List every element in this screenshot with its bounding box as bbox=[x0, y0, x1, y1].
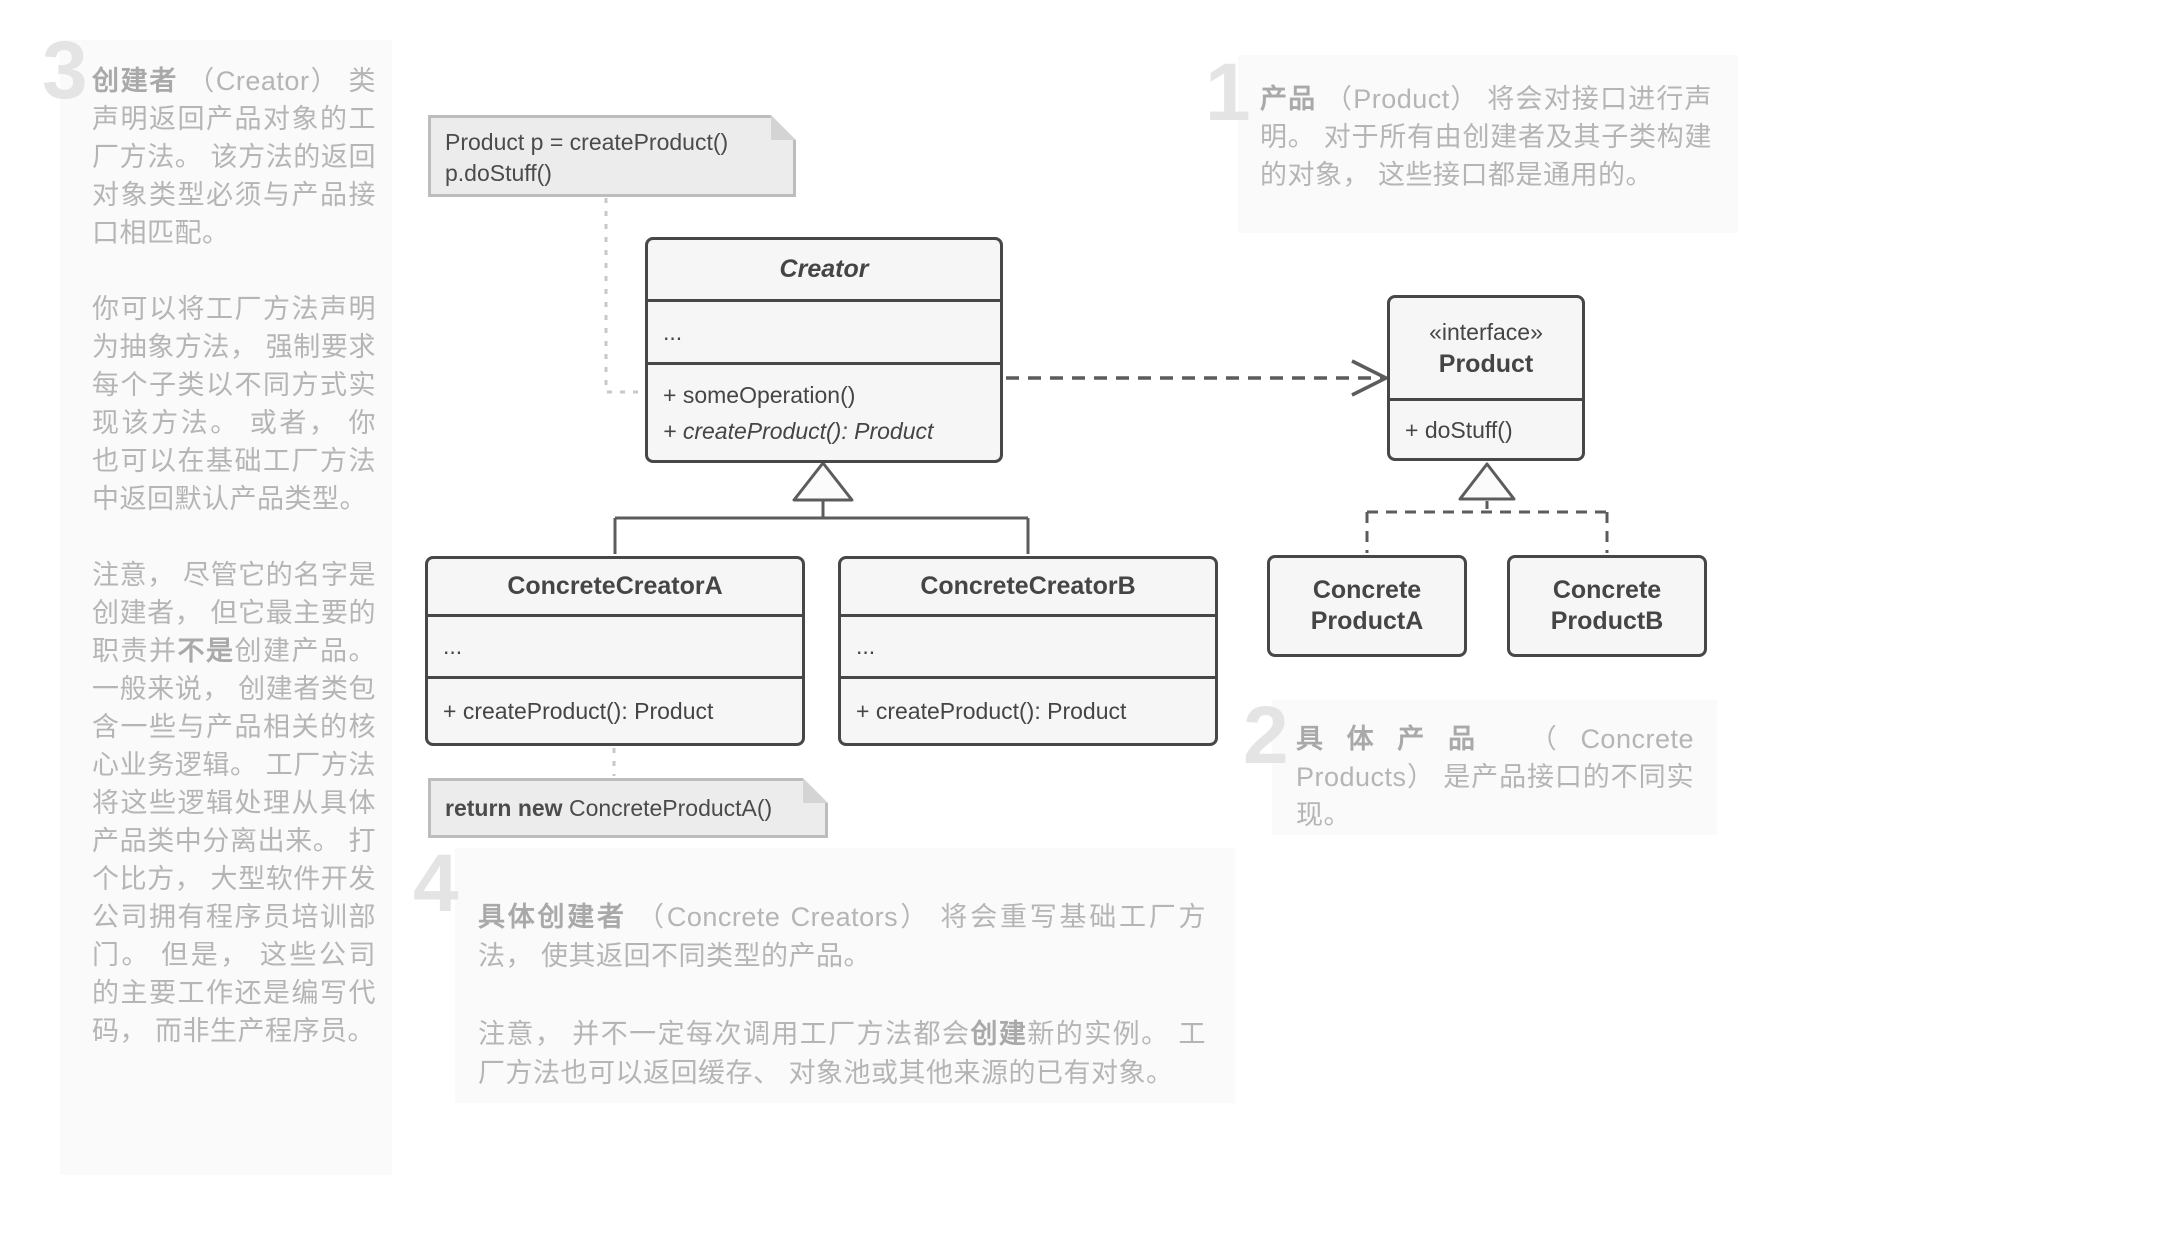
class-fields-placeholder: ... bbox=[428, 614, 802, 676]
title-line: ProductB bbox=[1550, 607, 1664, 635]
paragraph: 你可以将工厂方法声明为抽象方法， 强制要求每个子类以不同方式实现该方法。 或者，… bbox=[92, 294, 376, 514]
annotation-2-background bbox=[1272, 700, 1717, 835]
class-creator: Creator ... + someOperation() + createPr… bbox=[645, 237, 1003, 463]
annotation-number-3: 3 bbox=[42, 25, 88, 116]
title-line: Concrete bbox=[1312, 576, 1422, 604]
class-concrete-creator-b: ConcreteCreatorB ... + createProduct(): … bbox=[838, 556, 1218, 746]
annotation-2-text: 具体产品 （Concrete Products） 是产品接口的不同实现。 bbox=[1296, 720, 1694, 834]
paragraph: 具体产品 （Concrete Products） 是产品接口的不同实现。 bbox=[1296, 724, 1694, 830]
annotation-3-text: 创建者 （Creator） 类声明返回产品对象的工厂方法。 该方法的返回对象类型… bbox=[92, 62, 376, 1050]
class-concrete-product-a: Concrete ProductA bbox=[1267, 555, 1467, 657]
method-create-product-abstract: + createProduct(): Product bbox=[663, 417, 934, 444]
method-do-stuff: + doStuff() bbox=[1405, 416, 1513, 443]
page-fold-icon bbox=[803, 778, 828, 803]
class-concrete-product-b: Concrete ProductB bbox=[1507, 555, 1707, 657]
paragraph: 注意， 并不一定每次调用工厂方法都会创建新的实例。 工厂方法也可以返回缓存、 对… bbox=[478, 1019, 1206, 1088]
class-methods: + createProduct(): Product bbox=[428, 676, 802, 743]
class-methods: + someOperation() + createProduct(): Pro… bbox=[648, 362, 1000, 460]
interface-header: «interface» Product bbox=[1390, 298, 1582, 398]
note-line: Product p = createProduct() bbox=[445, 129, 729, 155]
stereotype-label: «interface» bbox=[1429, 319, 1543, 345]
annotation-1-background bbox=[1238, 55, 1738, 233]
class-concrete-creator-a: ConcreteCreatorA ... + createProduct(): … bbox=[425, 556, 805, 746]
paragraph: 具体创建者 （Concrete Creators） 将会重写基础工厂方法， 使其… bbox=[478, 902, 1207, 971]
note-line: p.doStuff() bbox=[445, 160, 552, 186]
annotation-number-2: 2 bbox=[1243, 690, 1289, 781]
method-some-operation: + someOperation() bbox=[663, 381, 856, 408]
method-create-product: + createProduct(): Product bbox=[443, 698, 714, 724]
annotation-4-background bbox=[455, 848, 1235, 1103]
paragraph: 注意， 尽管它的名字是创建者， 但它最主要的职责并不是创建产品。 一般来说， 创… bbox=[92, 560, 376, 1046]
class-fields-placeholder: ... bbox=[648, 299, 1000, 362]
class-title: Creator bbox=[779, 255, 869, 283]
note-line: return new ConcreteProductA() bbox=[445, 795, 773, 821]
paragraph: 产品 （Product） 将会对接口进行声明。 对于所有由创建者及其子类构建的对… bbox=[1260, 84, 1713, 190]
product-realization-lines bbox=[1365, 510, 1609, 553]
class-methods: + createProduct(): Product bbox=[841, 676, 1215, 743]
creator-inheritance-triangle bbox=[792, 461, 854, 502]
annotation-number-4: 4 bbox=[413, 838, 459, 929]
class-title: ConcreteCreatorA bbox=[507, 572, 723, 600]
page-fold-icon bbox=[771, 115, 796, 140]
client-code-note: Product p = createProduct() p.doStuff() bbox=[428, 115, 796, 197]
class-fields-placeholder: ... bbox=[841, 614, 1215, 676]
class-title: Concrete ProductB bbox=[1551, 575, 1664, 637]
title-line: Concrete bbox=[1552, 576, 1662, 604]
return-new-note: return new ConcreteProductA() bbox=[428, 778, 828, 838]
paragraph: 创建者 （Creator） 类声明返回产品对象的工厂方法。 该方法的返回对象类型… bbox=[92, 66, 376, 248]
interface-product: «interface» Product + doStuff() bbox=[1387, 295, 1585, 461]
annotation-3-background bbox=[60, 40, 392, 1175]
dependency-arrowhead bbox=[1351, 359, 1390, 397]
class-title: ConcreteCreatorB bbox=[920, 572, 1136, 600]
method-create-product: + createProduct(): Product bbox=[856, 698, 1127, 724]
creator-inheritance-lines bbox=[613, 501, 1030, 554]
interface-title: Product bbox=[1438, 350, 1534, 378]
title-line: ProductA bbox=[1310, 607, 1424, 635]
annotation-number-1: 1 bbox=[1205, 47, 1251, 138]
annotation-4-text: 具体创建者 （Concrete Creators） 将会重写基础工厂方法， 使其… bbox=[478, 898, 1206, 1093]
annotation-1-text: 产品 （Product） 将会对接口进行声明。 对于所有由创建者及其子类构建的对… bbox=[1260, 80, 1712, 194]
class-title: Concrete ProductA bbox=[1311, 575, 1424, 637]
product-realization-triangle bbox=[1458, 462, 1516, 501]
interface-methods: + doStuff() bbox=[1390, 398, 1582, 458]
note-to-creator-connector bbox=[604, 198, 643, 394]
